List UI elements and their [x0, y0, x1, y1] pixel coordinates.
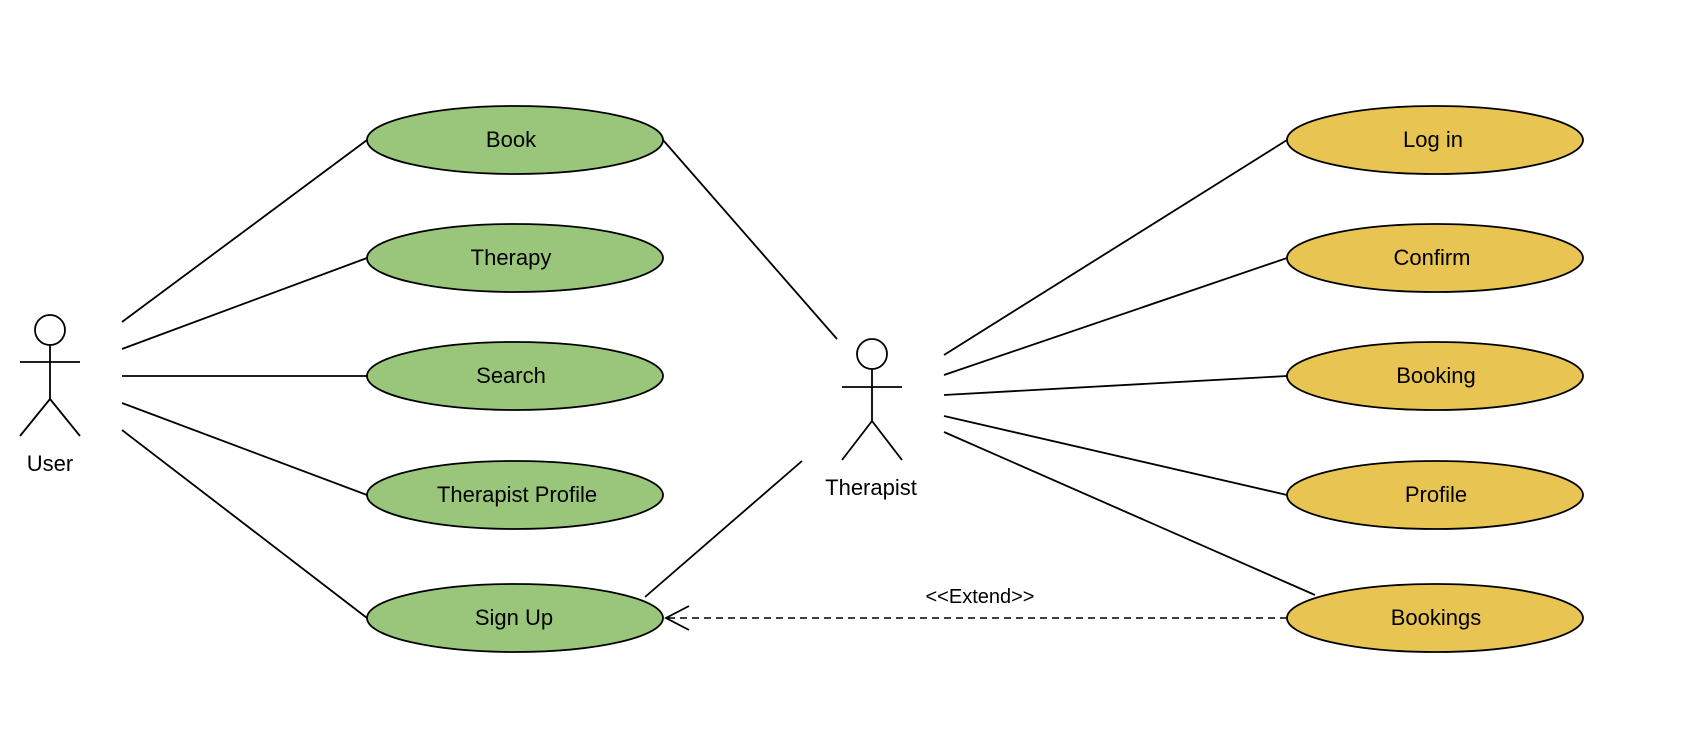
usecase-therapist-profile[interactable]: Therapist Profile: [366, 460, 664, 530]
user-usecases: Book Therapy Search Therapist Profile Si…: [366, 105, 664, 653]
usecase-therapist-profile-label: Therapist Profile: [437, 482, 597, 507]
extend-arrowhead: [664, 605, 690, 631]
assoc-therapist-bookings: [943, 431, 1316, 596]
assoc-therapist-log-in: [943, 139, 1288, 356]
usecase-book[interactable]: Book: [366, 105, 664, 175]
usecase-therapy-label: Therapy: [471, 245, 552, 270]
usecase-book-ellipse[interactable]: [366, 105, 664, 175]
usecase-sign-up[interactable]: Sign Up: [366, 583, 664, 653]
assoc-therapist-confirm: [943, 257, 1288, 376]
actor-therapist[interactable]: Therapist: [825, 338, 917, 500]
actor-user-label: User: [27, 451, 73, 476]
assoc-therapist-book: [662, 139, 838, 340]
assoc-therapist-sign-up: [644, 460, 803, 598]
usecase-bookings[interactable]: Bookings: [1286, 583, 1584, 653]
usecase-confirm[interactable]: Confirm: [1286, 223, 1584, 293]
therapist-user-case-associations: [644, 139, 838, 598]
therapist-usecases: Log in Confirm Booking Profile Bookings: [1286, 105, 1584, 653]
usecase-booking-ellipse[interactable]: [1286, 341, 1584, 411]
assoc-user-therapist-profile: [121, 402, 368, 496]
usecase-therapy-ellipse[interactable]: [366, 223, 664, 293]
assoc-user-book: [121, 139, 368, 323]
usecase-profile-label: Profile: [1405, 482, 1467, 507]
extend-label: <<Extend>>: [926, 586, 1035, 608]
usecase-book-label: Book: [486, 127, 537, 152]
usecase-booking[interactable]: Booking: [1286, 341, 1584, 411]
usecase-booking-label: Booking: [1396, 363, 1476, 388]
actor-therapist-label: Therapist: [825, 475, 917, 500]
usecase-search-label: Search: [476, 363, 546, 388]
usecase-search[interactable]: Search: [366, 341, 664, 411]
usecase-profile[interactable]: Profile: [1286, 460, 1584, 530]
usecase-bookings-label: Bookings: [1391, 605, 1482, 630]
assoc-user-therapy: [121, 257, 368, 350]
usecase-log-in[interactable]: Log in: [1286, 105, 1584, 175]
therapist-stick-figure-icon: [841, 338, 903, 461]
assoc-therapist-booking: [943, 375, 1288, 396]
usecase-confirm-label: Confirm: [1393, 245, 1470, 270]
usecase-search-ellipse[interactable]: [366, 341, 664, 411]
actor-user[interactable]: User: [19, 314, 81, 476]
usecase-sign-up-label: Sign Up: [475, 605, 553, 630]
usecase-bookings-ellipse[interactable]: [1286, 583, 1584, 653]
usecase-log-in-ellipse[interactable]: [1286, 105, 1584, 175]
usecase-therapist-profile-ellipse[interactable]: [366, 460, 664, 530]
user-associations: [121, 139, 368, 619]
usecase-confirm-ellipse[interactable]: [1286, 223, 1584, 293]
assoc-therapist-profile: [943, 415, 1288, 496]
usecase-sign-up-ellipse[interactable]: [366, 583, 664, 653]
usecase-therapy[interactable]: Therapy: [366, 223, 664, 293]
user-stick-figure-icon: [19, 314, 81, 437]
usecase-profile-ellipse[interactable]: [1286, 460, 1584, 530]
extend-relationship: <<Extend>>: [664, 586, 1287, 631]
assoc-user-sign-up: [121, 429, 368, 619]
therapist-associations: [943, 139, 1316, 596]
usecase-log-in-label: Log in: [1403, 127, 1463, 152]
